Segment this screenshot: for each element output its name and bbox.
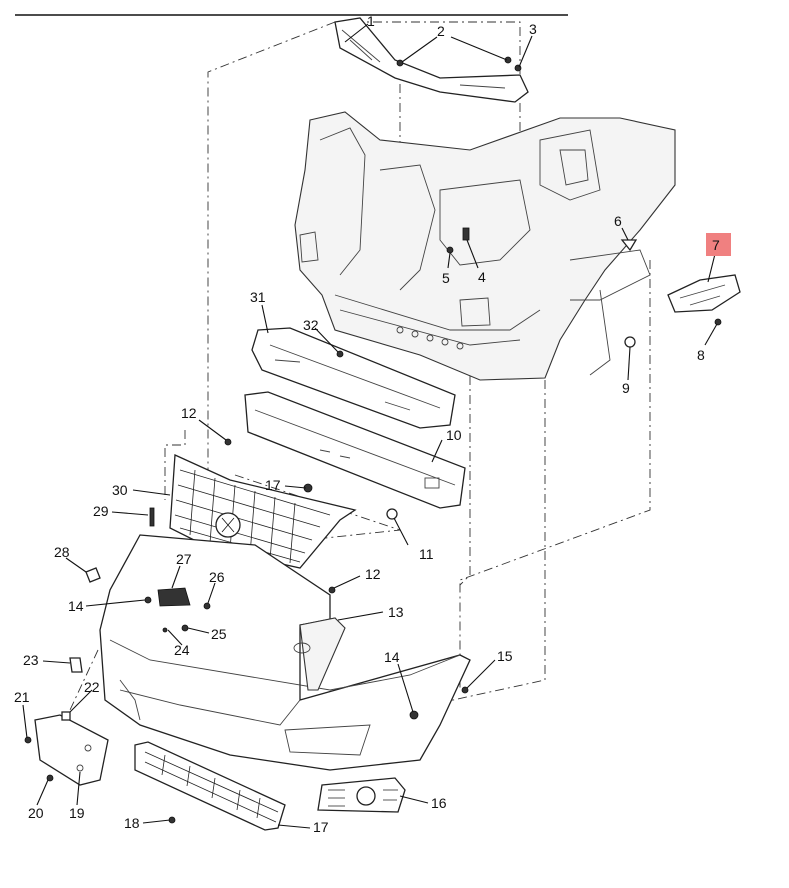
callout-19: 19: [69, 805, 85, 821]
callout-20: 20: [28, 805, 44, 821]
callout-23: 23: [23, 652, 39, 668]
impact-bar: [251, 327, 456, 429]
callout-25: 25: [211, 626, 227, 642]
callout-17-upper: 17: [265, 477, 281, 493]
fender-bracket: [667, 274, 741, 313]
callout-2: 2: [437, 23, 445, 39]
callout-5: 5: [442, 270, 450, 286]
callout-22: 22: [84, 679, 100, 695]
callout-17-lower: 17: [313, 819, 329, 835]
upper-tie-bar: [334, 17, 529, 103]
callout-10: 10: [446, 427, 462, 443]
callout-7: 7: [712, 237, 720, 253]
highlight-box: [706, 233, 731, 256]
callout-16: 16: [431, 795, 447, 811]
callout-26: 26: [209, 569, 225, 585]
front-fascia: [99, 534, 471, 771]
lower-grille-mesh: [144, 751, 279, 823]
callout-31: 31: [250, 289, 266, 305]
callout-9: 9: [622, 380, 630, 396]
callout-32: 32: [303, 317, 319, 333]
fascia-trim-panel: [293, 617, 346, 691]
front-end-structure: [294, 111, 676, 381]
callout-21: 21: [14, 689, 30, 705]
callout-13: 13: [388, 604, 404, 620]
callout-29: 29: [93, 503, 109, 519]
upper-grille: [169, 454, 357, 569]
callout-12-lower: 12: [365, 566, 381, 582]
callout-27: 27: [176, 551, 192, 567]
leader-lines: [22, 23, 718, 829]
callout-14-left: 14: [68, 598, 84, 614]
structure-holes: [396, 326, 464, 350]
callout-labels: 1 2 3 4 5 6 7 8 9 10 11 12 12 13 14 14 1…: [14, 13, 720, 835]
callout-8: 8: [697, 347, 705, 363]
energy-absorber: [244, 391, 466, 509]
callout-14-right: 14: [384, 649, 400, 665]
callout-1: 1: [367, 13, 375, 29]
callout-30: 30: [112, 482, 128, 498]
license-plate-bracket: [34, 714, 109, 786]
fasteners: [24, 56, 722, 824]
lower-grille: [134, 741, 286, 831]
callout-24: 24: [174, 642, 190, 658]
callout-4: 4: [478, 269, 486, 285]
callout-11: 11: [419, 546, 434, 562]
callout-28: 28: [54, 544, 70, 560]
callout-15: 15: [497, 648, 513, 664]
callout-18: 18: [124, 815, 140, 831]
callout-12-upper: 12: [181, 405, 197, 421]
callout-6: 6: [614, 213, 622, 229]
fog-lamp-bezel: [317, 777, 406, 813]
callout-3: 3: [529, 21, 537, 37]
